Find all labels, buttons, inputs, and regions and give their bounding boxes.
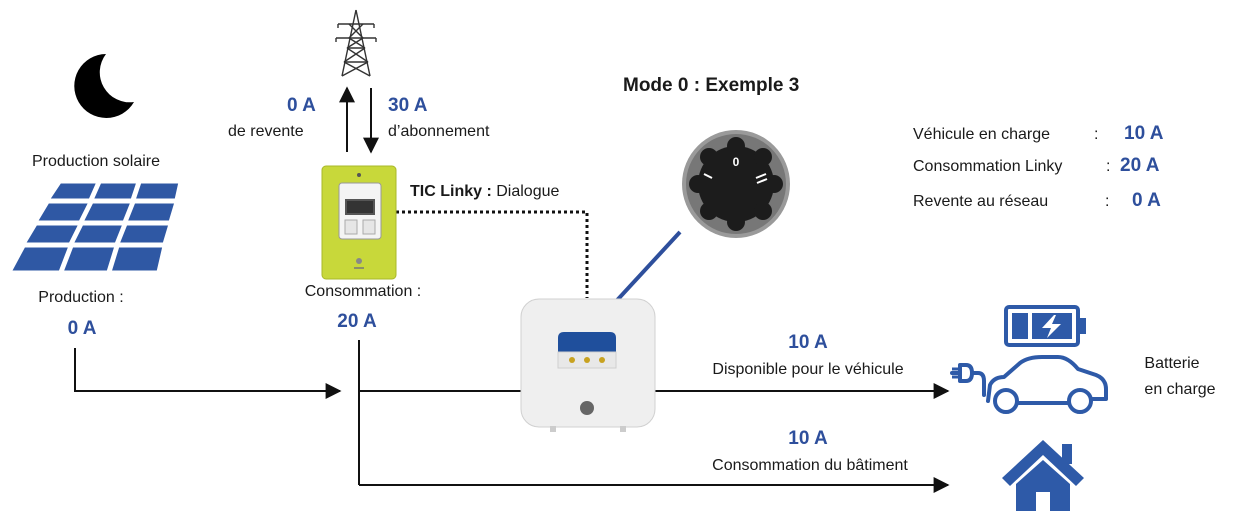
battery-icon bbox=[1004, 305, 1086, 347]
consumption-label: Consommation : bbox=[304, 283, 422, 300]
dial-zero-mark: 0 bbox=[733, 155, 740, 169]
summary-value-2: 0 A bbox=[1132, 190, 1161, 211]
subscription-value: 30 A bbox=[388, 95, 428, 116]
building-label: Consommation du bâtiment bbox=[712, 457, 908, 474]
summary-label-1: Consommation Linky bbox=[913, 158, 1063, 175]
battery-label-2: en charge bbox=[1144, 381, 1216, 398]
summary-value-0: 10 A bbox=[1124, 123, 1164, 144]
tic-label: TIC Linky : Dialogue bbox=[410, 183, 559, 201]
production-label: Production : bbox=[38, 289, 124, 306]
summary-value-1: 20 A bbox=[1120, 155, 1160, 176]
moon-icon bbox=[74, 54, 134, 118]
summary-sep-1: : bbox=[1106, 158, 1111, 175]
tic-label-rest: Dialogue bbox=[491, 183, 560, 200]
car-plug-icon bbox=[950, 355, 1108, 414]
charger-icon bbox=[520, 298, 656, 432]
dial-icon: 0 bbox=[682, 130, 790, 238]
vehicle-value: 10 A bbox=[788, 332, 828, 353]
subscription-label: d’abonnement bbox=[388, 123, 490, 140]
linky-meter-icon bbox=[321, 165, 397, 280]
production-flow-line bbox=[74, 348, 342, 399]
house-icon bbox=[1002, 440, 1084, 511]
building-value: 10 A bbox=[788, 428, 828, 449]
summary-sep-0: : bbox=[1094, 126, 1099, 143]
solar-label: Production solaire bbox=[31, 153, 161, 170]
diagram-title: Mode 0 : Exemple 3 bbox=[623, 75, 800, 96]
summary-label-0: Véhicule en charge bbox=[913, 126, 1050, 143]
vehicle-label: Disponible pour le véhicule bbox=[712, 361, 904, 378]
tic-dialogue-link bbox=[396, 210, 589, 298]
summary-sep-2: : bbox=[1105, 193, 1110, 210]
battery-label-1: Batterie bbox=[1144, 355, 1200, 372]
solar-panel-icon bbox=[8, 180, 182, 274]
pylon-icon bbox=[335, 9, 377, 77]
consumption-value: 20 A bbox=[337, 311, 377, 332]
resale-value: 0 A bbox=[287, 95, 316, 116]
production-value: 0 A bbox=[67, 318, 97, 339]
resale-label: de revente bbox=[228, 123, 304, 140]
summary-label-2: Revente au réseau bbox=[913, 193, 1049, 210]
tic-label-bold: TIC Linky : bbox=[410, 183, 492, 200]
